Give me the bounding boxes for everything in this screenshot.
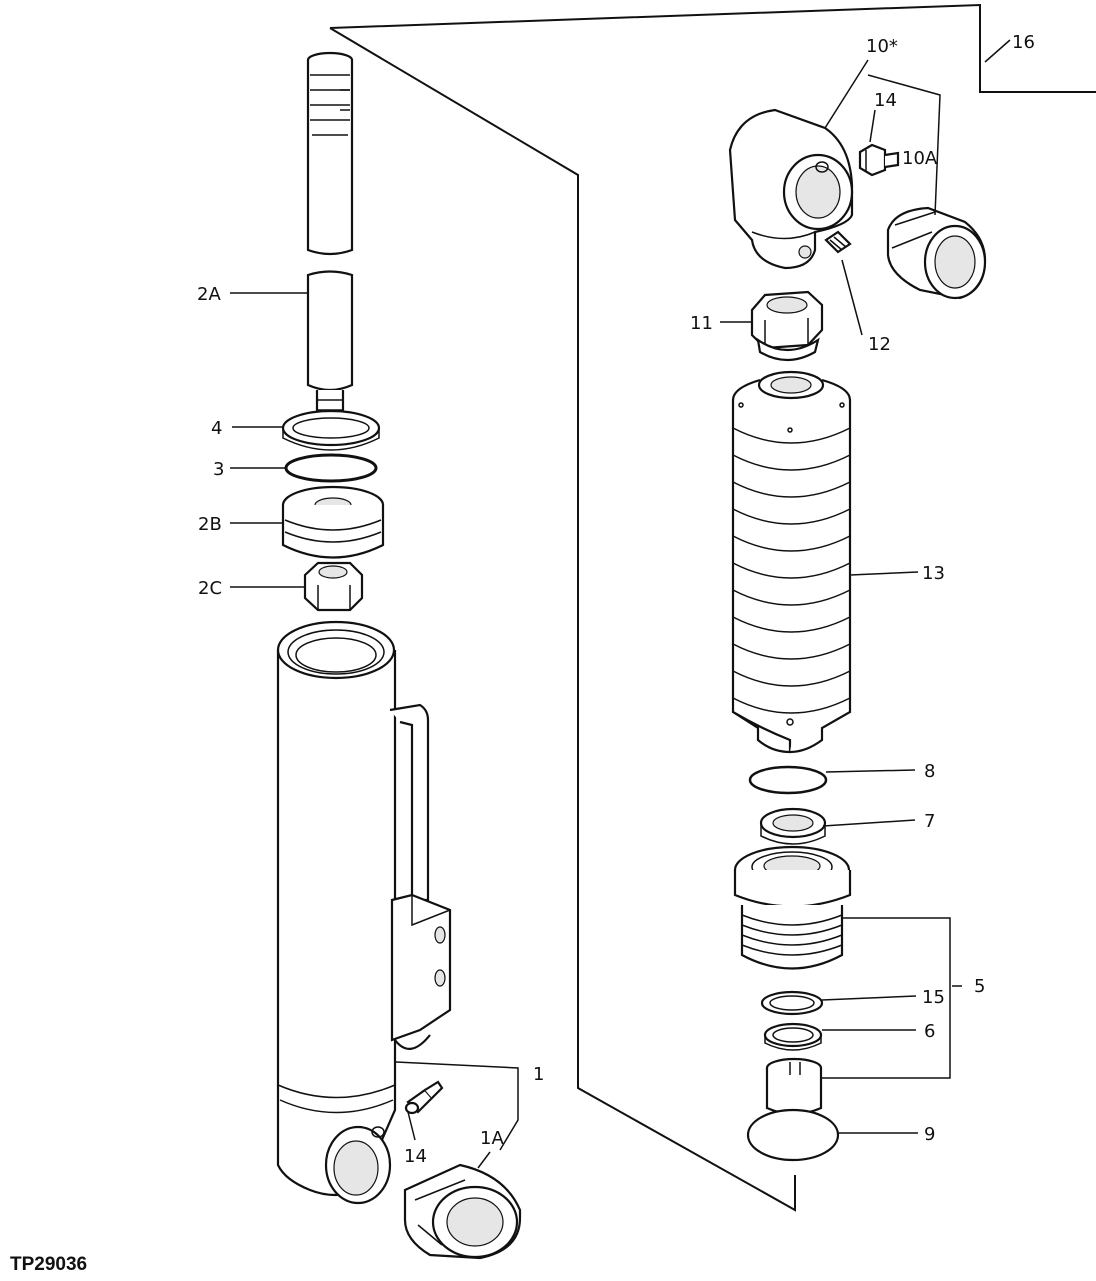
snap-ring-8 [748, 765, 828, 795]
label-16: 16 [1012, 32, 1035, 53]
plate-9 [746, 1108, 840, 1162]
nut-2c [303, 561, 364, 612]
label-11: 11 [690, 313, 713, 334]
label-2a: 2A [197, 284, 221, 305]
label-9: 9 [924, 1124, 935, 1145]
label-12: 12 [868, 334, 891, 355]
label-14-left: 14 [404, 1146, 427, 1167]
piston-rod [306, 51, 354, 425]
label-10a: 10A [902, 148, 938, 169]
label-8: 8 [924, 761, 935, 782]
leader-lines [230, 39, 1011, 1169]
label-3: 3 [213, 459, 224, 480]
grease-fitting-left [404, 1080, 444, 1115]
label-13: 13 [922, 563, 945, 584]
wiper-sleeve [765, 1057, 823, 1116]
label-2b: 2B [198, 514, 222, 535]
label-5: 5 [974, 976, 985, 997]
bushing-10a [886, 206, 987, 300]
boot-13 [731, 370, 852, 754]
bushing-1a [403, 1163, 522, 1260]
label-4: 4 [211, 418, 222, 439]
set-screw-12 [824, 230, 852, 254]
ring-4 [281, 409, 381, 451]
cylinder-head-5 [733, 845, 852, 970]
piston-2b [281, 485, 385, 559]
seal-7 [759, 807, 827, 845]
label-2c: 2C [198, 578, 222, 599]
group-boundary-line [329, 3, 1096, 1212]
label-7: 7 [924, 811, 935, 832]
label-1: 1 [533, 1064, 544, 1085]
grease-fitting-right [858, 143, 900, 177]
cylinder-barrel [276, 620, 452, 1205]
rod-eye-10 [728, 108, 854, 270]
figure-code: TP29036 [10, 1254, 87, 1275]
label-6: 6 [924, 1021, 935, 1042]
label-1a: 1A [480, 1128, 504, 1149]
label-15: 15 [922, 987, 945, 1008]
label-14-right: 14 [874, 90, 897, 111]
o-ring-3 [284, 453, 378, 483]
label-10: 10* [866, 36, 898, 57]
nut-11 [750, 290, 824, 362]
seal-15 [760, 990, 824, 1016]
seal-6 [763, 1022, 823, 1051]
